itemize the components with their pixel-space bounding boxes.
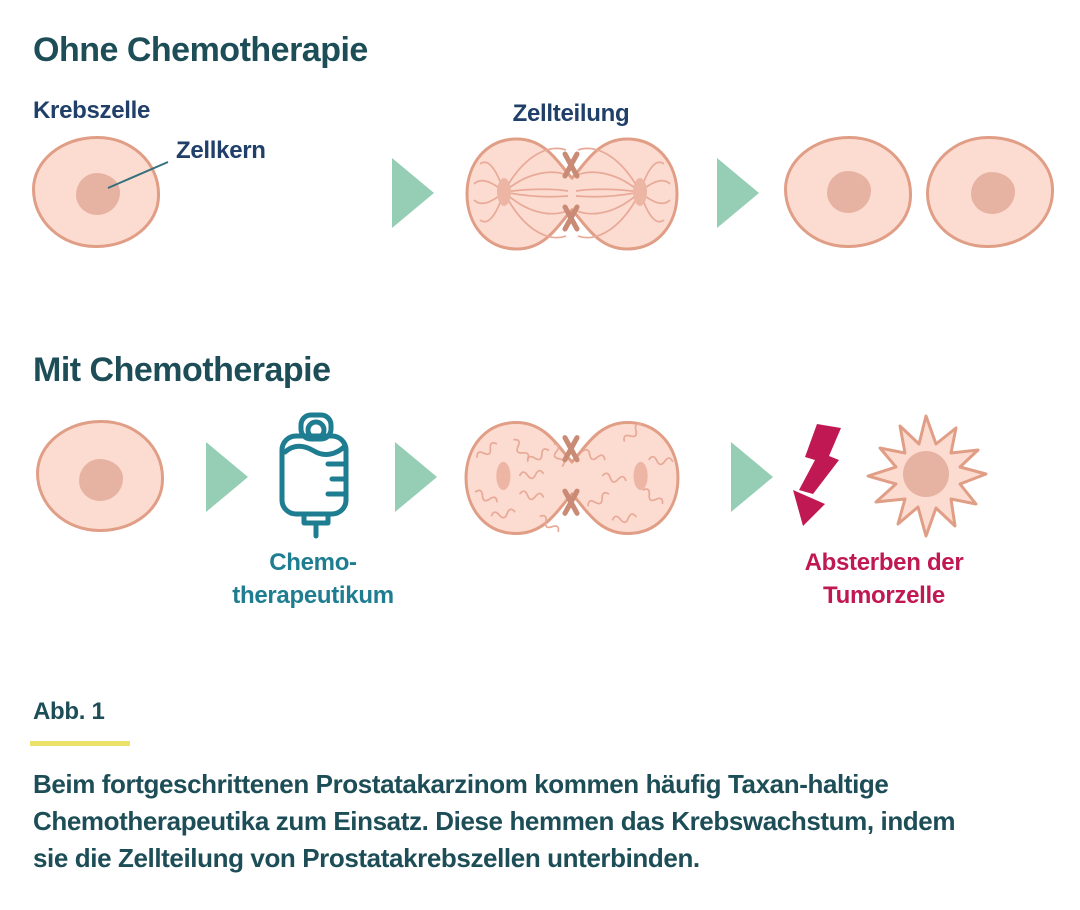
label-absterben: Absterben der Tumorzelle bbox=[782, 546, 986, 612]
label-chemo-line1: Chemo- bbox=[269, 549, 357, 576]
daughter-cell bbox=[784, 136, 912, 248]
spindle-pole-left bbox=[497, 178, 511, 206]
caption-line-1: Beim fortgeschrittenen Prostatakarzinom … bbox=[33, 769, 889, 799]
cancer-cell bbox=[32, 136, 160, 248]
spiky-dying-cell bbox=[866, 414, 988, 538]
cell-nucleus bbox=[76, 173, 120, 215]
spindle-fibers bbox=[473, 147, 671, 239]
section-title-ohne: Ohne Chemotherapie bbox=[33, 31, 368, 69]
arrow-right-icon bbox=[731, 442, 773, 512]
spindle-pole-left bbox=[496, 461, 511, 491]
yellow-divider-rule bbox=[30, 741, 130, 746]
label-absterben-line1: Absterben der bbox=[804, 549, 964, 576]
label-zellkern: Zellkern bbox=[176, 137, 266, 164]
section-title-mit: Mit Chemotherapie bbox=[33, 351, 331, 389]
cell-membrane bbox=[465, 137, 679, 251]
arrow-right-icon bbox=[206, 442, 248, 512]
daughter-cell bbox=[926, 136, 1054, 248]
iv-bag-hole bbox=[305, 419, 327, 441]
zellkern-pointer-line bbox=[107, 161, 169, 189]
label-absterben-line2: Tumorzelle bbox=[823, 582, 945, 609]
iv-bag-liquid-line bbox=[282, 443, 348, 457]
lightning-arrow-icon bbox=[793, 424, 841, 526]
arrow-right-icon bbox=[392, 158, 434, 228]
cancer-cell bbox=[36, 420, 164, 532]
figure-number-label: Abb. 1 bbox=[33, 698, 105, 725]
cell-nucleus bbox=[903, 451, 949, 497]
label-chemotherapeutikum: Chemo- therapeutikum bbox=[213, 546, 413, 612]
iv-bag-scale-marks bbox=[325, 461, 349, 497]
cell-nucleus bbox=[827, 171, 871, 213]
dividing-cell-disrupted bbox=[464, 420, 680, 536]
caption-line-2: Chemotherapeutika zum Einsatz. Diese hem… bbox=[33, 806, 956, 836]
caption-line-3: sie die Zellteilung von Prostatakrebszel… bbox=[33, 843, 700, 873]
cell-membrane bbox=[464, 420, 680, 536]
spindle-pole-right bbox=[633, 178, 647, 206]
cell-nucleus bbox=[79, 459, 123, 501]
label-zellteilung: Zellteilung bbox=[512, 100, 630, 127]
iv-bag-icon bbox=[279, 412, 349, 539]
chromosome-icon bbox=[562, 151, 580, 232]
arrow-right-icon bbox=[717, 158, 759, 228]
label-krebszelle: Krebszelle bbox=[33, 97, 151, 124]
label-chemo-line2: therapeutikum bbox=[232, 582, 394, 609]
spindle-pole-right bbox=[633, 461, 648, 491]
arrow-right-icon bbox=[395, 442, 437, 512]
cell-nucleus bbox=[971, 172, 1015, 214]
figure-caption: Beim fortgeschrittenen Prostatakarzinom … bbox=[33, 766, 1053, 877]
chromosome-icon bbox=[562, 435, 580, 516]
dividing-cell-normal bbox=[465, 137, 679, 251]
